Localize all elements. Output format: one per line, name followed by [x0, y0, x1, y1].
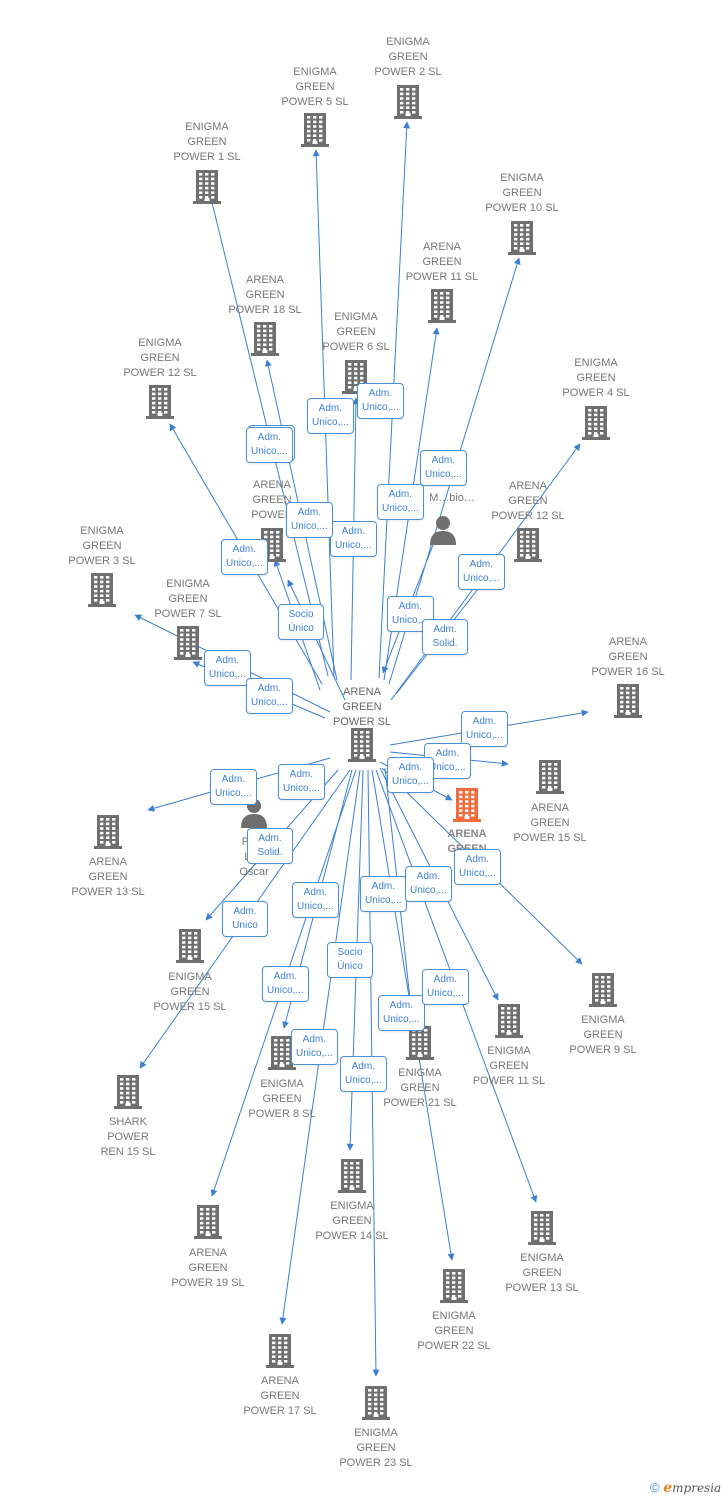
node-label[interactable]: ARENA GREEN POWER 19 SL — [171, 1247, 245, 1289]
edge-12 — [287, 579, 346, 701]
relationship-badge[interactable]: Adm. Unico,... — [292, 882, 339, 918]
building-icon[interactable] — [94, 815, 122, 854]
relationship-badge[interactable]: Adm. Unico,... — [405, 866, 452, 902]
building-icon[interactable] — [406, 1026, 434, 1065]
node-label[interactable]: ENIGMA GREEN POWER 6 SL — [322, 311, 390, 353]
building-icon[interactable] — [114, 1075, 142, 1114]
empresia-logo[interactable]: empresia — [663, 1480, 722, 1496]
building-icon[interactable] — [536, 760, 564, 799]
node-label[interactable]: ARENA GREEN POWER — [251, 479, 293, 521]
building-icon[interactable] — [362, 1386, 390, 1425]
node-label[interactable]: ENIGMA GREEN POWER 1 SL — [173, 121, 241, 163]
building-icon[interactable] — [394, 85, 422, 124]
building-icon[interactable] — [266, 1334, 294, 1373]
node-label[interactable]: ENIGMA GREEN POWER 22 SL — [417, 1310, 491, 1352]
relationship-badge[interactable]: Adm. Unico,... — [420, 450, 467, 486]
building-icon[interactable] — [174, 626, 202, 665]
node-label[interactable]: ARENA GREEN POWER 11 SL — [405, 241, 479, 283]
node-label[interactable]: ARENA GREEN POWER 17 SL — [243, 1375, 317, 1417]
relationship-badge[interactable]: Adm. Unico,... — [330, 521, 377, 557]
node-label[interactable]: ARENA GREEN POWER 18 SL — [228, 274, 302, 316]
building-icon[interactable] — [348, 728, 376, 767]
building-icon[interactable] — [589, 973, 617, 1012]
relationship-badge[interactable]: Socio Único — [327, 942, 373, 978]
relationship-badge[interactable]: Adm. Unico,... — [307, 398, 354, 434]
node-label[interactable]: ENIGMA GREEN POWER 10 SL — [485, 172, 559, 214]
person-icon[interactable] — [428, 515, 458, 550]
building-icon[interactable] — [440, 1269, 468, 1308]
node-label[interactable]: ENIGMA GREEN POWER 4 SL — [562, 357, 630, 399]
relationship-badge[interactable]: Adm. Unico,... — [291, 1029, 338, 1065]
copyright-symbol: © — [650, 1480, 660, 1495]
node-label[interactable]: M…bio… — [429, 492, 475, 504]
node-label[interactable]: ARENA GREEN POWER 16 SL — [591, 636, 665, 678]
building-icon[interactable] — [582, 406, 610, 445]
node-label[interactable]: ENIGMA GREEN POWER 15 SL — [153, 971, 227, 1013]
building-icon[interactable] — [193, 170, 221, 209]
node-label[interactable]: ENIGMA GREEN POWER 21 SL — [383, 1067, 457, 1109]
node-label[interactable]: ENIGMA GREEN POWER 23 SL — [339, 1427, 413, 1469]
node-label[interactable]: SHARK POWER REN 15 SL — [100, 1116, 156, 1158]
relationship-badge[interactable]: Adm. Solid. — [422, 619, 468, 655]
relationship-badge[interactable]: Adm. Unico,... — [377, 484, 424, 520]
node-label[interactable]: ENIGMA GREEN POWER 14 SL — [315, 1200, 389, 1242]
relationship-badge[interactable]: Adm. Unico,... — [221, 539, 268, 575]
relationship-badge[interactable]: Adm. Unico,... — [278, 764, 325, 800]
building-icon[interactable] — [508, 221, 536, 260]
building-icon[interactable] — [495, 1004, 523, 1043]
building-icon[interactable] — [528, 1211, 556, 1250]
node-label[interactable]: ENIGMA GREEN POWER 2 SL — [374, 36, 442, 78]
node-label[interactable]: ARENA GREEN POWER 13 SL — [71, 856, 145, 898]
node-label[interactable]: ENIGMA GREEN POWER 12 SL — [123, 337, 197, 379]
relationship-badge[interactable]: Adm. Unico,... — [262, 966, 309, 1002]
building-icon[interactable] — [614, 684, 642, 723]
node-label[interactable]: ENIGMA GREEN POWER 7 SL — [154, 578, 222, 620]
node-label[interactable]: ENIGMA GREEN POWER 3 SL — [68, 525, 136, 567]
node-label[interactable]: ARENA GREEN POWER SL — [332, 686, 392, 728]
relationship-badge[interactable]: Adm. Unico,... — [340, 1056, 387, 1092]
building-icon[interactable] — [428, 289, 456, 328]
relationship-badge[interactable]: Adm. Unico,... — [210, 769, 257, 805]
node-label[interactable]: ENIGMA GREEN POWER 5 SL — [281, 66, 349, 108]
relationship-badge[interactable]: Adm. Unico,... — [357, 383, 404, 419]
relationship-badge[interactable]: Adm. Unico,... — [458, 554, 505, 590]
relationship-badge[interactable]: Adm. Unico,... — [360, 876, 407, 912]
relationship-badge[interactable]: Adm. Unico,... — [286, 502, 333, 538]
relationship-badge[interactable]: Adm. Unico — [222, 901, 268, 937]
relationship-badge[interactable]: Adm. Unico,... — [387, 757, 434, 793]
building-icon[interactable] — [338, 1159, 366, 1198]
node-label[interactable]: ARENA GREEN POWER 15 SL — [513, 802, 587, 844]
relationship-badge[interactable]: Adm. Unico,... — [204, 650, 251, 686]
relationship-badge[interactable]: Socio Único — [278, 604, 324, 640]
relationship-badge[interactable]: Adm. Unico,... — [246, 678, 293, 714]
relationship-badge[interactable]: Adm. Unico,... — [378, 995, 425, 1031]
building-icon[interactable] — [268, 1036, 296, 1075]
node-label[interactable]: ENIGMA GREEN POWER 8 SL — [248, 1078, 316, 1120]
relationship-badge[interactable]: Adm. Unico,... — [461, 711, 508, 747]
relationship-badge[interactable]: Adm. Solid. — [247, 828, 293, 864]
building-icon[interactable] — [194, 1205, 222, 1244]
building-icon[interactable] — [514, 528, 542, 567]
copyright-footer: © empresia — [650, 1480, 721, 1496]
relationship-badge[interactable]: Adm. Unico,... — [454, 849, 501, 885]
node-label[interactable]: ENIGMA GREEN POWER 11 SL — [472, 1045, 546, 1087]
building-icon[interactable] — [176, 929, 204, 968]
building-icon[interactable] — [301, 113, 329, 152]
node-label[interactable]: ENIGMA GREEN POWER 9 SL — [569, 1014, 637, 1056]
node-label[interactable]: ENIGMA GREEN POWER 13 SL — [505, 1252, 579, 1294]
relationship-badge[interactable]: Adm. Unico,... — [422, 969, 469, 1005]
node-label[interactable]: ARENA GREEN POWER 12 SL — [491, 480, 565, 522]
building-icon[interactable] — [146, 385, 174, 424]
building-icon[interactable] — [453, 788, 481, 827]
relationship-badge[interactable]: Adm. Unico,... — [246, 427, 293, 463]
building-icon[interactable] — [88, 573, 116, 612]
building-icon[interactable] — [251, 322, 279, 361]
